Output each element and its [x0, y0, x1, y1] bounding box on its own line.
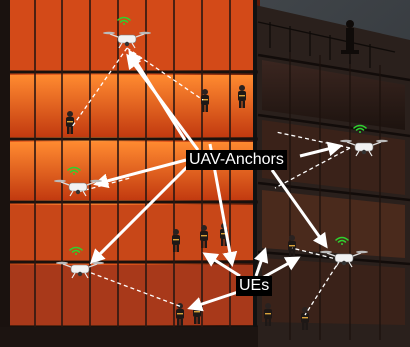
arrows [89, 49, 343, 312]
rooftop-statue [341, 20, 359, 54]
uav-anchors-label: UAV-Anchors [186, 150, 287, 170]
main-facade-windows [0, 0, 258, 347]
ues-label: UEs [236, 276, 273, 296]
